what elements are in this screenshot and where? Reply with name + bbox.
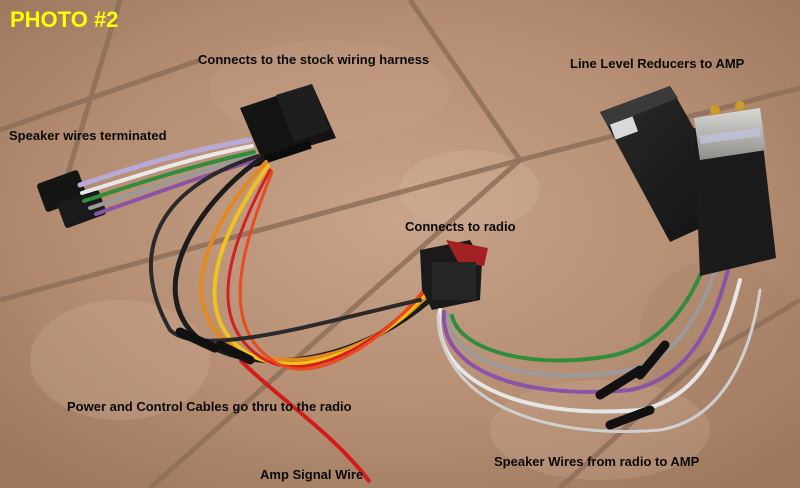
wire-bundle-speaker — [77, 137, 258, 216]
label-amp-signal: Amp Signal Wire — [260, 467, 364, 482]
label-speaker-wires-amp: Speaker Wires from radio to AMP — [494, 454, 700, 469]
heat-shrink-sleeves — [175, 327, 670, 430]
label-line-level-reducers: Line Level Reducers to AMP — [570, 56, 745, 71]
photo-title: PHOTO #2 — [10, 7, 119, 32]
label-power-control: Power and Control Cables go thru to the … — [67, 399, 352, 414]
radio-connector — [420, 240, 488, 310]
label-stock-harness: Connects to the stock wiring harness — [198, 52, 430, 67]
amp-signal-wire — [238, 358, 372, 484]
line-level-reducers — [600, 86, 776, 276]
label-speaker-terminated: Speaker wires terminated — [9, 128, 167, 143]
label-connects-radio: Connects to radio — [405, 219, 516, 234]
wire-bundle-amp — [436, 254, 762, 433]
